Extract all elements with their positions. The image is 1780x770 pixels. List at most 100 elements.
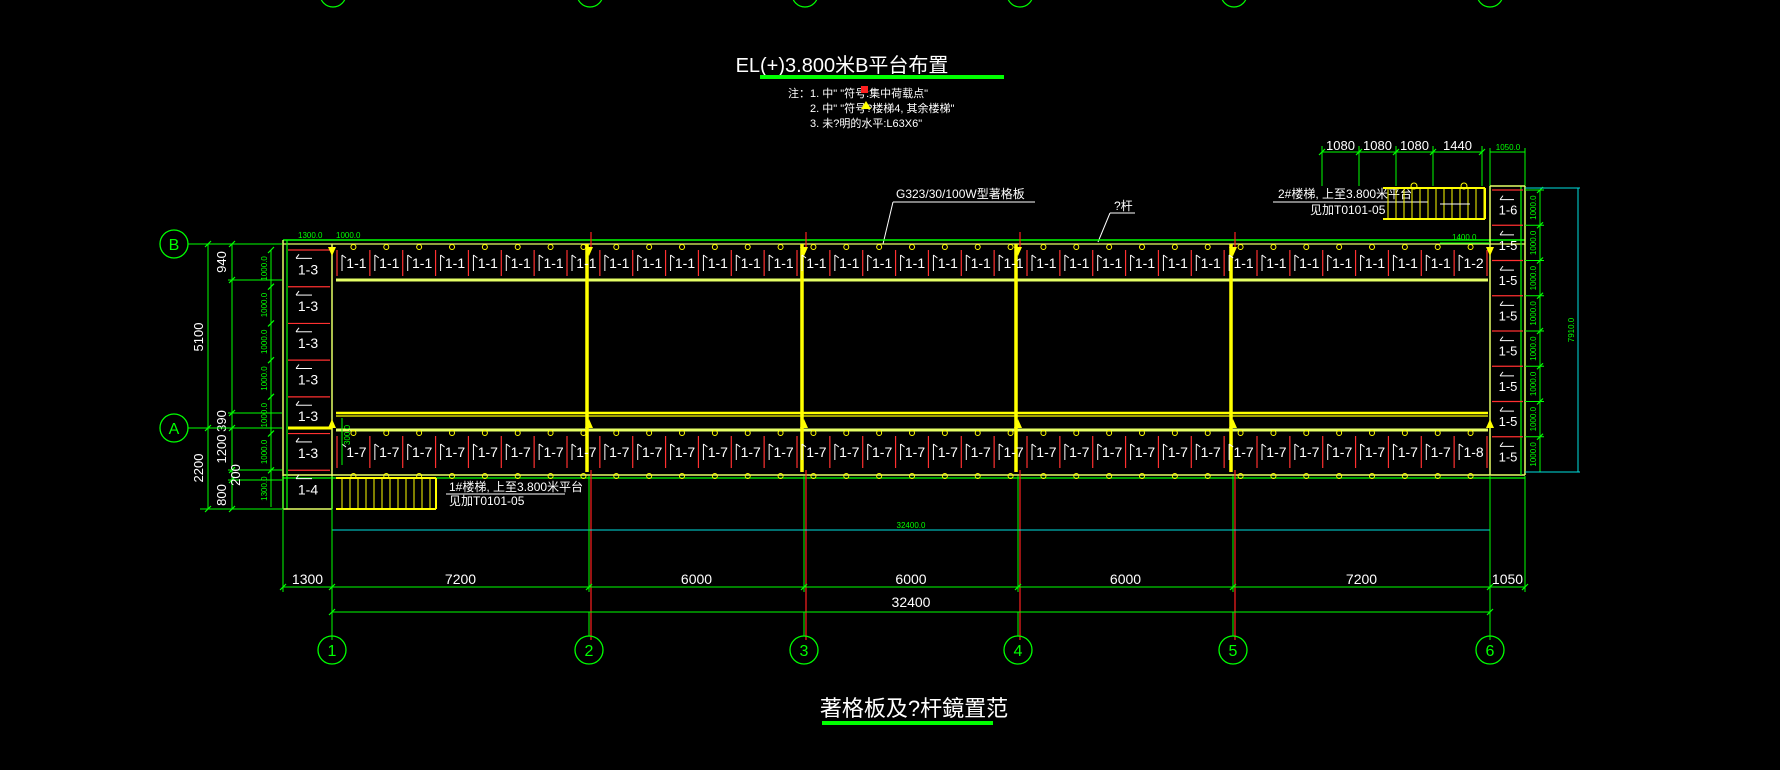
- left-panel-glyph: [295, 254, 300, 259]
- bottom-panel-glyph: [735, 443, 741, 448]
- bottom-panel-edge-dot: [1434, 473, 1441, 479]
- bottom-panel-label: 1-7: [1201, 444, 1221, 460]
- dim-tick: [1229, 583, 1237, 591]
- top-panel-label: 1-1: [675, 255, 695, 271]
- bottom-panel-load-dot: [580, 430, 587, 436]
- bottom-panel-glyph: [637, 443, 643, 448]
- bottom-panel-label: 1-7: [1398, 444, 1418, 460]
- stair-1: 1#楼梯, 上至3.800米平台 见加T0101-05: [336, 477, 583, 510]
- dim-tick: [1536, 433, 1544, 441]
- bottom-panel-load-dot: [777, 430, 784, 436]
- bottom-panel-glyph: [768, 443, 774, 448]
- axis-bubble-label: 1: [328, 643, 337, 660]
- bottom-panel-label: 1-7: [1135, 444, 1155, 460]
- top-panel-load-dot: [1106, 244, 1113, 250]
- bottom-panel-glyph: [571, 443, 577, 448]
- top-panel-glyph: [407, 254, 413, 259]
- bottom-panel-edge-dot: [1040, 473, 1047, 479]
- top-panel-glyph: [505, 254, 511, 259]
- top-panel-load-dot: [843, 244, 850, 250]
- bottom-panel-load-dot: [711, 430, 718, 436]
- top-panel-label: 1-1: [1398, 255, 1418, 271]
- bottom-panel-edge-dot: [711, 473, 718, 479]
- dim-tick: [228, 409, 236, 417]
- dim-tick: [1536, 257, 1544, 264]
- axis-bubble-label: 2: [585, 643, 594, 660]
- bottom-panel-glyph: [407, 443, 413, 448]
- bottom-panel-label: 1-7: [872, 444, 892, 460]
- bottom-panel-edge-dot: [777, 473, 784, 479]
- note-2: 2. 中" "符号?楼梯4, 其余楼梯": [810, 101, 954, 115]
- right-panel-glyph: [1499, 301, 1504, 306]
- bottom-panel-glyph: [670, 443, 675, 448]
- top-panel-load-dot: [1303, 244, 1310, 250]
- top-panel-label: 1-1: [478, 255, 498, 271]
- right-panel-glyph: [1499, 371, 1504, 377]
- bottom-panel-edge-dot: [1171, 473, 1178, 479]
- top-panel-label: 1-1: [1431, 255, 1451, 271]
- bottom-dim-text: 7200: [445, 571, 476, 587]
- bottom-panel-label: 1-7: [1266, 444, 1286, 460]
- bottom-panel-glyph: [1425, 443, 1431, 448]
- left-dim-small-text: 1000.0: [260, 366, 269, 391]
- top-panel-glyph: [735, 254, 741, 259]
- left-dimension-chain: 9405100390120020022008001000.01000.01000…: [191, 240, 282, 513]
- top-panel-load-dot: [1369, 244, 1375, 250]
- bottom-panel-load-dot: [744, 430, 751, 436]
- top-panel-glyph: [1031, 254, 1037, 259]
- dim-tick: [279, 583, 287, 591]
- top-panel-load-dot: [711, 244, 718, 250]
- dim-tick: [1318, 148, 1326, 156]
- bottom-panel-load-dot: [1204, 430, 1211, 436]
- top-panel-glyph: [965, 254, 971, 259]
- top-panel-glyph: [1458, 254, 1464, 259]
- left-dim-text: 5100: [191, 323, 206, 352]
- bottom-panel-edge-dot: [679, 473, 685, 479]
- top-panel-label: 1-1: [1036, 255, 1056, 271]
- right-panel-label: 1-6: [1499, 203, 1518, 218]
- right-dim-small-text: 1000.0: [1529, 301, 1538, 326]
- bottom-panel-glyph: [900, 443, 905, 448]
- bottom-panel-load-dot: [941, 430, 948, 436]
- support-marker: [1014, 247, 1022, 256]
- bottom-panel-glyph: [505, 443, 511, 448]
- bottom-panel-edge-dot: [646, 473, 653, 479]
- bottom-panel-edge-dot: [1073, 473, 1080, 479]
- left-dim-text: 1200: [214, 435, 229, 464]
- right-panel-label: 1-5: [1499, 449, 1518, 464]
- right-panel-glyph: [1499, 230, 1504, 236]
- bottom-panel-label: 1-7: [1431, 444, 1451, 460]
- top-panel-load-dot: [744, 244, 751, 250]
- top-dim-text: 1080: [1363, 138, 1392, 153]
- bottom-panel-load-dot: [514, 430, 521, 436]
- bottom-panel-edge-dot: [613, 473, 620, 479]
- bottom-panel-load-dot: [646, 430, 653, 436]
- top-panel-glyph: [1261, 254, 1267, 259]
- bottom-panel-glyph: [703, 443, 708, 448]
- left-dim-text: 800: [214, 484, 229, 506]
- bottom-panel-load-dot: [449, 430, 455, 436]
- bottom-panel-edge-dot: [514, 473, 521, 479]
- bottom-panel-edge-dot: [1237, 473, 1244, 479]
- support-marker: [800, 419, 808, 428]
- bottom-panel-load-dot: [613, 430, 620, 436]
- top-panel-load-dot: [1204, 244, 1211, 250]
- top-panel-label: 1-1: [741, 255, 761, 271]
- top-panel-label: 1-1: [1299, 255, 1319, 271]
- dim-tick: [1521, 583, 1529, 591]
- dim-tick: [267, 393, 275, 401]
- support-marker: [328, 419, 336, 428]
- right-panel-label: 1-5: [1499, 308, 1518, 323]
- dim-tick: [1486, 583, 1494, 591]
- right-dim-small-text: 1000.0: [1529, 195, 1538, 220]
- top-panel-label: 1-1: [642, 255, 662, 271]
- bottom-panel-load-dot: [679, 430, 685, 436]
- stair2-load-dot: [1410, 182, 1418, 190]
- bottom-panel-load-dot: [1369, 430, 1375, 436]
- left-panel-glyph: [295, 437, 300, 443]
- bottom-panel-label: 1-7: [1168, 444, 1188, 460]
- bottom-dim-text: 1300: [292, 571, 323, 587]
- support-marker: [1486, 419, 1494, 428]
- top-panel-glyph: [571, 254, 577, 259]
- axis-bubble-circle: [159, 229, 189, 259]
